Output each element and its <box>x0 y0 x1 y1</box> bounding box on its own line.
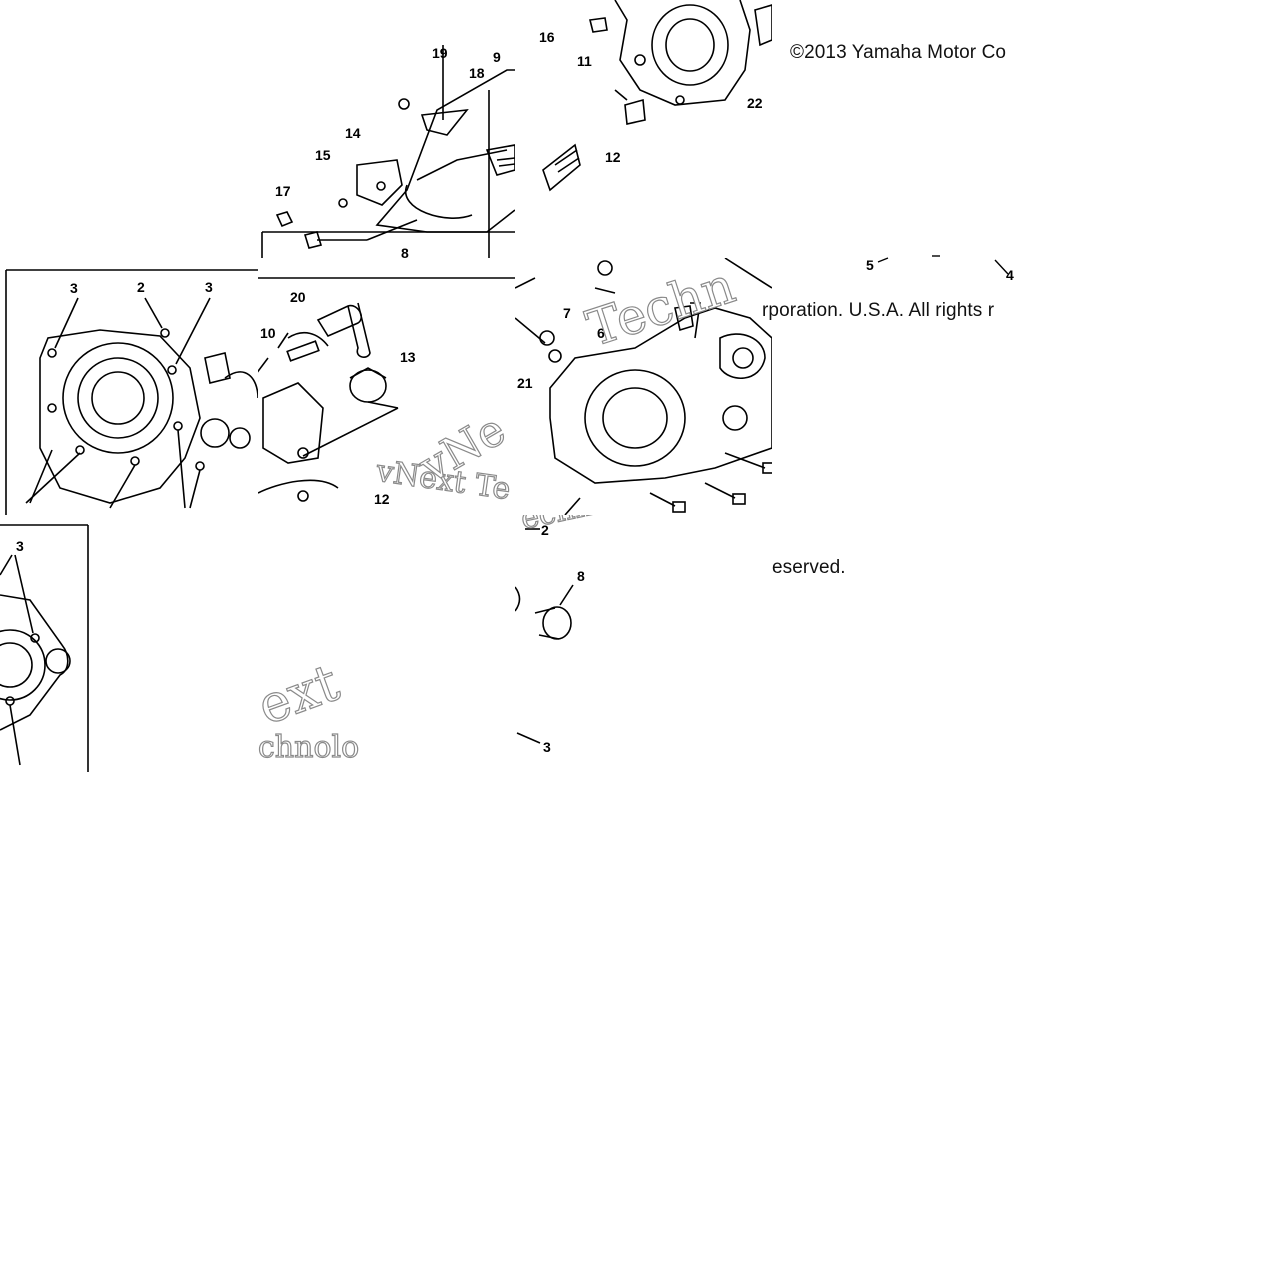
cover-plate-drawing: 19 9 18 14 15 17 5 4 8 3 <box>261 45 515 258</box>
fittings-drawing: 10 20 13 12 3 <box>258 277 515 515</box>
callout-8: 8 <box>577 568 585 584</box>
watermark-text: ext <box>258 652 347 738</box>
right-callouts: 5 4 <box>866 255 1014 283</box>
callout-4: 4 <box>1006 267 1014 283</box>
callout-2: 2 <box>137 279 145 295</box>
copyright-line-2: rporation. U.S.A. All rights r <box>762 300 995 321</box>
watermark-text: chnolo <box>258 729 360 765</box>
callout-21: 21 <box>517 375 533 391</box>
crankcase-upper-drawing: 16 11 12 22 <box>539 0 772 192</box>
callout-labels: 2 8 3 <box>541 522 585 755</box>
callout-5: 5 <box>275 257 283 258</box>
flange-drawing: 3 <box>0 524 89 772</box>
callout-4: 4 <box>357 255 365 258</box>
callout-8: 8 <box>401 245 409 258</box>
callout-20: 20 <box>290 289 306 305</box>
diagram-tile-lower-center: ext chnolo <box>258 515 515 772</box>
crankcase-lower-drawing: 7 6 21 <box>515 258 772 515</box>
diagram-tile-upper-left: 19 9 18 14 15 17 5 4 8 3 <box>257 0 515 258</box>
callout-3: 3 <box>205 279 213 295</box>
diagram-tile-mid-center: 10 20 13 12 3 vNext Te vNe <box>258 258 515 515</box>
callout-12: 12 <box>605 149 621 165</box>
callout-labels: 19 9 18 14 15 17 5 4 8 3 <box>275 45 501 258</box>
callout-13: 13 <box>400 349 416 365</box>
callout-22: 22 <box>747 95 763 111</box>
callout-11: 11 <box>577 53 592 69</box>
callout-labels: 10 20 13 12 3 <box>260 289 416 515</box>
callout-5: 5 <box>866 257 874 273</box>
diagram-tile-mid-left: 3 2 3 <box>0 258 258 515</box>
callout-labels: 16 11 12 22 <box>539 29 763 165</box>
callout-labels: 3 2 3 <box>70 279 213 296</box>
callout-9: 9 <box>493 49 501 65</box>
callout-10: 10 <box>260 325 276 341</box>
callout-3: 3 <box>543 739 551 755</box>
callout-18: 18 <box>469 65 485 81</box>
callout-3: 3 <box>70 280 78 296</box>
callout-3: 3 <box>16 538 24 554</box>
diagram-tile-upper-right: 16 11 12 22 <box>515 0 772 258</box>
bushing-drawing: 2 8 3 <box>515 522 585 755</box>
diagram-tile-lower-left: 3 <box>0 515 258 772</box>
callout-12: 12 <box>374 491 390 507</box>
callout-3: 3 <box>443 255 451 258</box>
callout-6: 6 <box>597 325 605 341</box>
callout-2: 2 <box>541 522 549 538</box>
callout-labels: 3 <box>16 538 24 554</box>
callout-15: 15 <box>315 147 331 163</box>
diagram-tile-lower-right: 2 8 3 echnolo <box>515 515 772 772</box>
callout-14: 14 <box>345 125 361 141</box>
callout-7: 7 <box>563 305 571 321</box>
cover-mid-drawing: 3 2 3 <box>5 269 258 515</box>
callout-17: 17 <box>275 183 291 199</box>
callout-19: 19 <box>432 45 448 61</box>
diagram-tile-mid-right: 7 6 21 Techn <box>515 258 772 515</box>
copyright-line-1: ©2013 Yamaha Motor Co <box>790 42 1007 63</box>
callout-labels: 7 6 21 <box>517 305 605 391</box>
callout-16: 16 <box>539 29 555 45</box>
copyright-line-3: eserved. <box>772 557 846 578</box>
callout-3: 3 <box>274 513 282 515</box>
